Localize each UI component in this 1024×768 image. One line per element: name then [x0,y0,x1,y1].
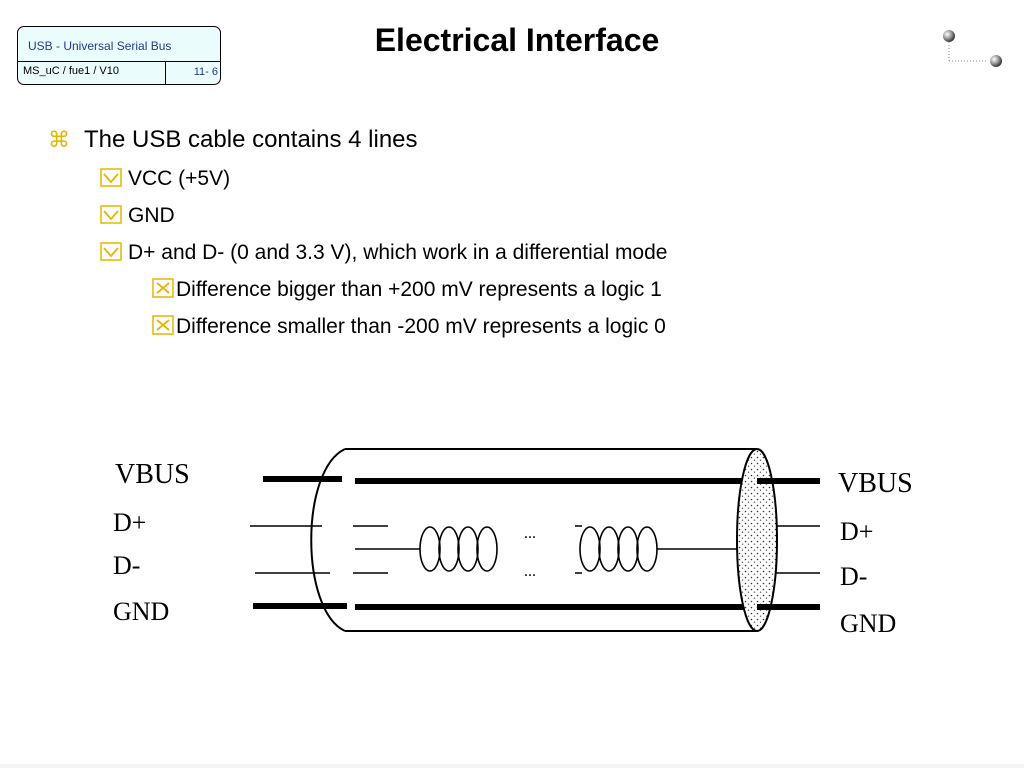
checkbox-cross-icon [152,315,174,335]
bullet-level1: ⌘ The USB cable contains 4 lines [48,126,418,154]
bullet-text: Difference smaller than -200 mV represen… [176,315,666,338]
right-label-vbus: VBUS [838,468,913,499]
cable-left-end [310,448,346,632]
bullet-level3: Difference bigger than +200 mV represent… [152,278,662,302]
left-label-dminus: D- [113,551,140,580]
header-vertical-divider [165,61,166,84]
bullet-text: The USB cable contains 4 lines [84,126,418,153]
bullet-level2: VCC (+5V) [100,167,230,191]
ellipsis-top: ... [524,525,536,542]
checkbox-check-icon [100,205,122,224]
course-reference: MS_uC / fue1 / V10 [23,65,119,77]
bullet-text: D+ and D- (0 and 3.3 V), which work in a… [128,241,668,264]
decorative-spheres-icon [943,30,1002,67]
course-title: USB - Universal Serial Bus [28,39,172,53]
right-label-dplus: D+ [840,517,873,546]
checkbox-check-icon [100,242,122,261]
course-header-box: USB - Universal Serial Bus MS_uC / fue1 … [17,26,221,85]
right-label-dminus: D- [840,562,867,591]
bullet-text: GND [128,204,175,227]
header-divider [18,61,220,62]
left-label-gnd: GND [113,597,169,626]
usb-cable-diagram: VBUS D+ D- GND ... ... VBUS D+ D- G [113,448,913,638]
checkbox-check-icon [100,168,122,187]
footer-line [0,764,1024,768]
page-number: 11- 6 [193,66,218,78]
left-label-dplus: D+ [113,508,146,537]
bullet-text: VCC (+5V) [128,167,231,190]
command-bullet-icon: ⌘ [48,127,70,152]
bullet-text: Difference bigger than +200 mV represent… [176,278,662,301]
bullet-level2: GND [100,204,175,228]
left-label-vbus: VBUS [115,459,190,490]
bullet-level3: Difference smaller than -200 mV represen… [152,315,666,339]
twisted-pair-left [419,526,498,572]
slide-title: Electrical Interface [374,22,660,58]
twisted-pair-right [579,526,658,572]
checkbox-cross-icon [152,278,174,298]
bullet-level2: D+ and D- (0 and 3.3 V), which work in a… [100,241,667,265]
right-label-gnd: GND [840,609,896,638]
cable-cross-section [736,448,778,632]
ellipsis-bottom: ... [524,563,536,580]
